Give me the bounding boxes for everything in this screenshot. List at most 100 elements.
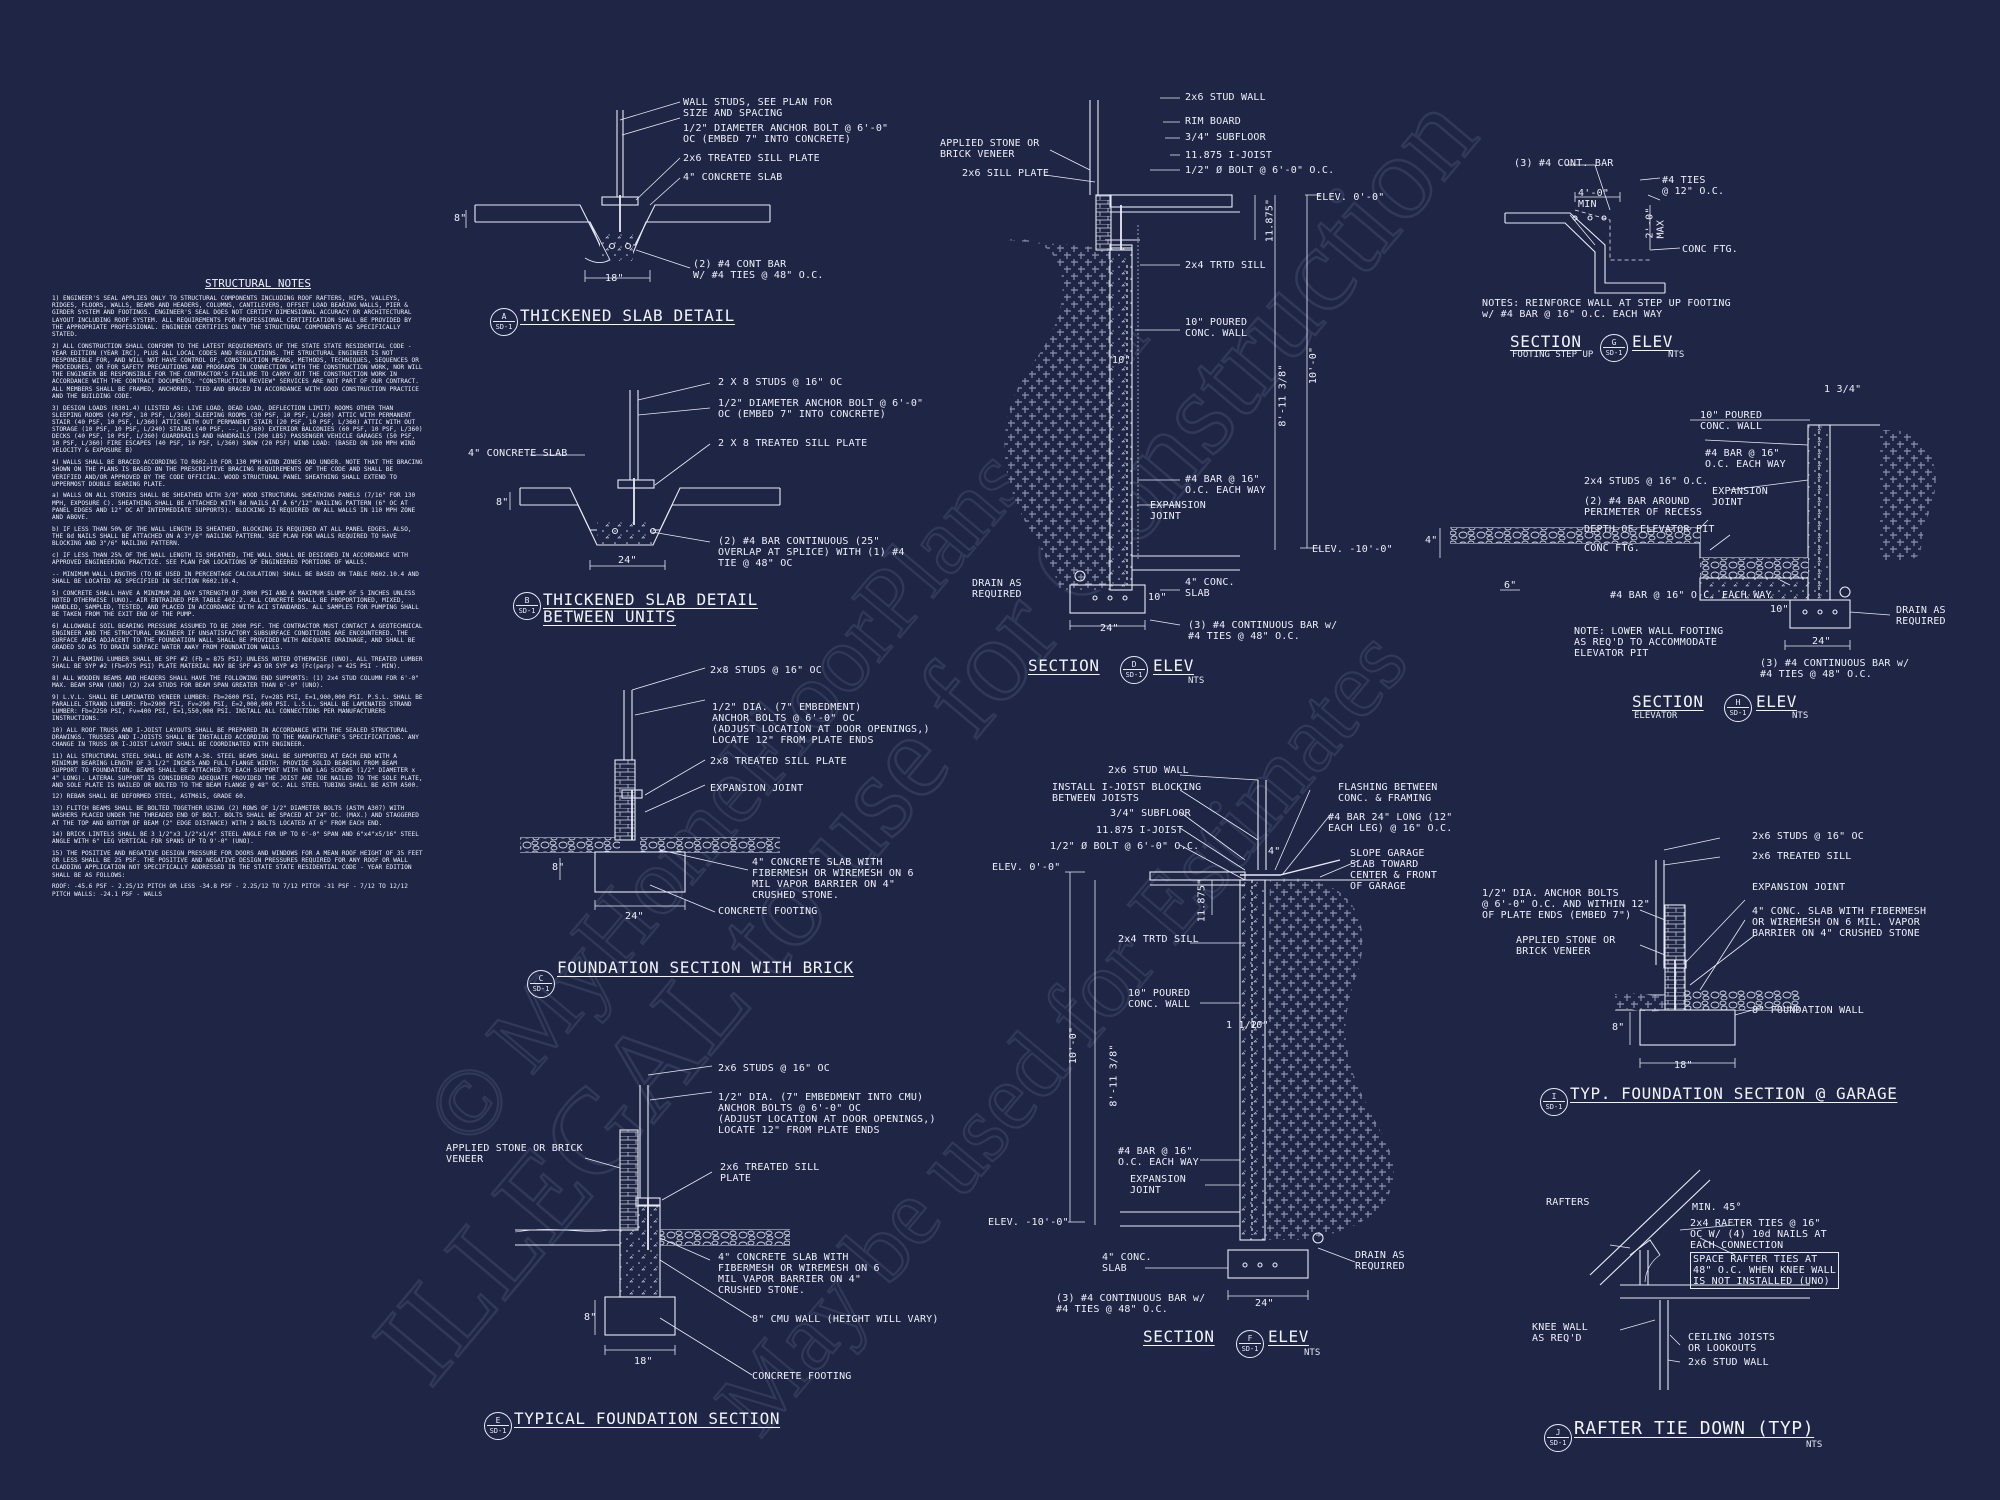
- detail-j-label: 2x6 STUD WALL: [1688, 1357, 1769, 1368]
- detail-h-dimension: 4": [1425, 535, 1438, 546]
- detail-d-label: APPLIED STONE OR BRICK VENEER: [940, 138, 1040, 160]
- detail-a-dimension: 18": [605, 273, 624, 284]
- detail-d-label: 4" CONC. SLAB: [1185, 577, 1235, 599]
- detail-c-dimension: 24": [625, 911, 644, 922]
- detail-j-label: CEILING JOISTS OR LOOKOUTS: [1688, 1332, 1776, 1354]
- detail-j-label: SPACE RAFTER TIES AT 48" O.C. WHEN KNEE …: [1690, 1252, 1840, 1289]
- note-paragraph: 5) CONCRETE SHALL HAVE A MINIMUM 28 DAY …: [52, 589, 419, 618]
- note-paragraph: 2) ALL CONSTRUCTION SHALL CONFORM TO THE…: [52, 342, 423, 400]
- detail-h-label: #4 BAR @ 16" O.C. EACH WAY: [1610, 590, 1772, 601]
- detail-b-label: 4" CONCRETE SLAB: [468, 448, 568, 459]
- detail-h-label: EXPANSION JOINT: [1712, 486, 1768, 508]
- detail-a-label: 2x6 TREATED SILL PLATE: [683, 153, 820, 164]
- detail-f-label: FLASHING BETWEEN CONC. & FRAMING: [1338, 782, 1438, 804]
- detail-d-dimension: 8'-11 3/8": [1277, 364, 1289, 427]
- detail-f-dimension: 10'-0": [1068, 1026, 1080, 1065]
- detail-f-dimension: 24": [1255, 1298, 1274, 1309]
- detail-d-label: EXPANSION JOINT: [1150, 500, 1206, 522]
- detail-b-title-2: BETWEEN UNITS: [543, 607, 677, 626]
- detail-g-nts: NTS: [1668, 350, 1685, 360]
- detail-d-dimension: 24": [1100, 623, 1119, 634]
- detail-f-label: 1/2" Ø BOLT @ 6'-0" O.C.: [1050, 841, 1200, 852]
- detail-a-label: 1/2" DIAMETER ANCHOR BOLT @ 6'-0" OC (EM…: [683, 123, 889, 145]
- detail-f-title: SECTION: [1143, 1327, 1215, 1346]
- note-paragraph: 14) BRICK LINTELS SHALL BE 3 1/2"x3 1/2"…: [52, 831, 419, 846]
- detail-f-label: INSTALL I-JOIST BLOCKING BETWEEN JOISTS: [1052, 782, 1202, 804]
- detail-g-subtitle: FOOTING STEP UP: [1512, 350, 1594, 360]
- detail-c-label: 2x8 STUDS @ 16" OC: [710, 665, 822, 676]
- detail-g-title: SECTION: [1510, 332, 1582, 351]
- detail-a-label: 4" CONCRETE SLAB: [683, 172, 783, 183]
- detail-h-label: DRAIN AS REQUIRED: [1896, 605, 1946, 627]
- detail-e-dimension: 8": [584, 1312, 597, 1323]
- detail-f-label: SLOPE GARAGE SLAB TOWARD CENTER & FRONT …: [1350, 848, 1438, 892]
- detail-e-label: APPLIED STONE OR BRICK VENEER: [446, 1143, 583, 1165]
- detail-d-label: 1/2" Ø BOLT @ 6'-0" O.C.: [1185, 165, 1335, 176]
- detail-h-label: (2) #4 BAR AROUND PERIMETER OF RECESS: [1584, 496, 1703, 518]
- detail-e-label: CONCRETE FOOTING: [752, 1371, 852, 1382]
- detail-h-dimension: 6": [1504, 580, 1517, 591]
- detail-h-label: DEPTH OF ELEVATOR PIT: [1584, 524, 1715, 535]
- detail-i-label: 2x6 STUDS @ 16" OC: [1752, 831, 1864, 842]
- detail-h-subtitle: ELEVATOR: [1634, 711, 1678, 721]
- detail-d-title: SECTION: [1028, 656, 1100, 675]
- detail-i-label: EXPANSION JOINT: [1752, 882, 1846, 893]
- detail-i-title: TYP. FOUNDATION SECTION @ GARAGE: [1570, 1084, 1898, 1103]
- detail-d-nts: NTS: [1188, 676, 1205, 686]
- detail-f-dimension: 10": [1250, 1020, 1269, 1031]
- detail-d-title-end: ELEV: [1153, 656, 1194, 675]
- note-paragraph: 3) DESIGN LOADS (R301.4) (LISTED AS: LIV…: [52, 404, 423, 455]
- note-paragraph: 8) ALL WOODEN BEAMS AND HEADERS SHALL HA…: [52, 674, 419, 690]
- detail-d-dimension: 10": [1112, 355, 1131, 366]
- detail-c-label: 1/2" DIA. (7" EMBEDMENT) ANCHOR BOLTS @ …: [712, 702, 930, 746]
- note-paragraph: 13) FLITCH BEAMS SHALL BE BOLTED TOGETHE…: [52, 805, 419, 827]
- detail-d-dimension: 10": [1148, 592, 1167, 603]
- note-paragraph: 7) ALL FRAMING LUMBER SHALL BE SPF #2 (F…: [52, 655, 423, 671]
- note-paragraph: a) WALLS ON ALL STORIES SHALL BE SHEATHE…: [52, 492, 416, 521]
- detail-d-label: ELEV. -10'-0": [1312, 544, 1393, 555]
- detail-e-label: 1/2" DIA. (7" EMBEDMENT INTO CMU) ANCHOR…: [718, 1092, 936, 1136]
- detail-j-nts: NTS: [1806, 1440, 1823, 1450]
- detail-h-label: 2x4 STUDS @ 16" O.C.: [1584, 476, 1709, 487]
- detail-a-label: WALL STUDS, SEE PLAN FOR SIZE AND SPACIN…: [683, 97, 833, 119]
- detail-j-label: MIN. 45°: [1692, 1202, 1742, 1213]
- note-paragraph: b) IF LESS THAN 50% OF THE WALL LENGTH I…: [52, 525, 412, 547]
- detail-f-label: EXPANSION JOINT: [1130, 1174, 1186, 1196]
- detail-h-dimension: 1 3/4": [1824, 384, 1862, 395]
- detail-f-dimension: 8'-11 3/8": [1108, 1044, 1120, 1107]
- detail-g-title-end: ELEV: [1632, 332, 1673, 351]
- detail-h-dimension: 24": [1812, 636, 1831, 647]
- detail-c-label: CONCRETE FOOTING: [718, 906, 818, 917]
- note-paragraph: c) IF LESS THAN 25% OF THE WALL LENGTH I…: [52, 551, 408, 566]
- detail-f-label: 2x4 TRTD SILL: [1118, 934, 1199, 945]
- detail-d-label: 2x6 STUD WALL: [1185, 92, 1266, 103]
- detail-h-label: CONC FTG.: [1584, 543, 1640, 554]
- detail-e-dimension: 18": [634, 1356, 653, 1367]
- detail-g-dimension: 2'-0" MAX: [1644, 207, 1667, 239]
- detail-f-title-end: ELEV: [1268, 1327, 1309, 1346]
- detail-h-label: #4 BAR @ 16" O.C. EACH WAY: [1705, 448, 1786, 470]
- note-paragraph: -- MINIMUM WALL LENGTHS (TO BE USED IN P…: [52, 570, 419, 585]
- detail-c-title: FOUNDATION SECTION WITH BRICK: [557, 958, 854, 977]
- detail-d-label: #4 BAR @ 16" O.C. EACH WAY: [1185, 474, 1266, 496]
- detail-f-label: 3/4" SUBFLOOR: [1110, 808, 1191, 819]
- detail-h-label: 10" POURED CONC. WALL: [1700, 410, 1763, 432]
- detail-g-label: CONC FTG.: [1682, 244, 1738, 255]
- detail-d-dimension: 11.875": [1264, 198, 1276, 243]
- detail-b-dimension: 8": [496, 497, 509, 508]
- detail-f-label: 10" POURED CONC. WALL: [1128, 988, 1191, 1010]
- detail-f-label: #4 BAR @ 16" O.C. EACH WAY: [1118, 1146, 1199, 1168]
- detail-b-dimension: 24": [618, 555, 637, 566]
- detail-j-label: RAFTERS: [1546, 1197, 1590, 1208]
- detail-h-label: (3) #4 CONTINUOUS BAR w/ #4 TIES @ 48" O…: [1760, 658, 1910, 680]
- structural-notes-title: STRUCTURAL NOTES: [205, 277, 311, 290]
